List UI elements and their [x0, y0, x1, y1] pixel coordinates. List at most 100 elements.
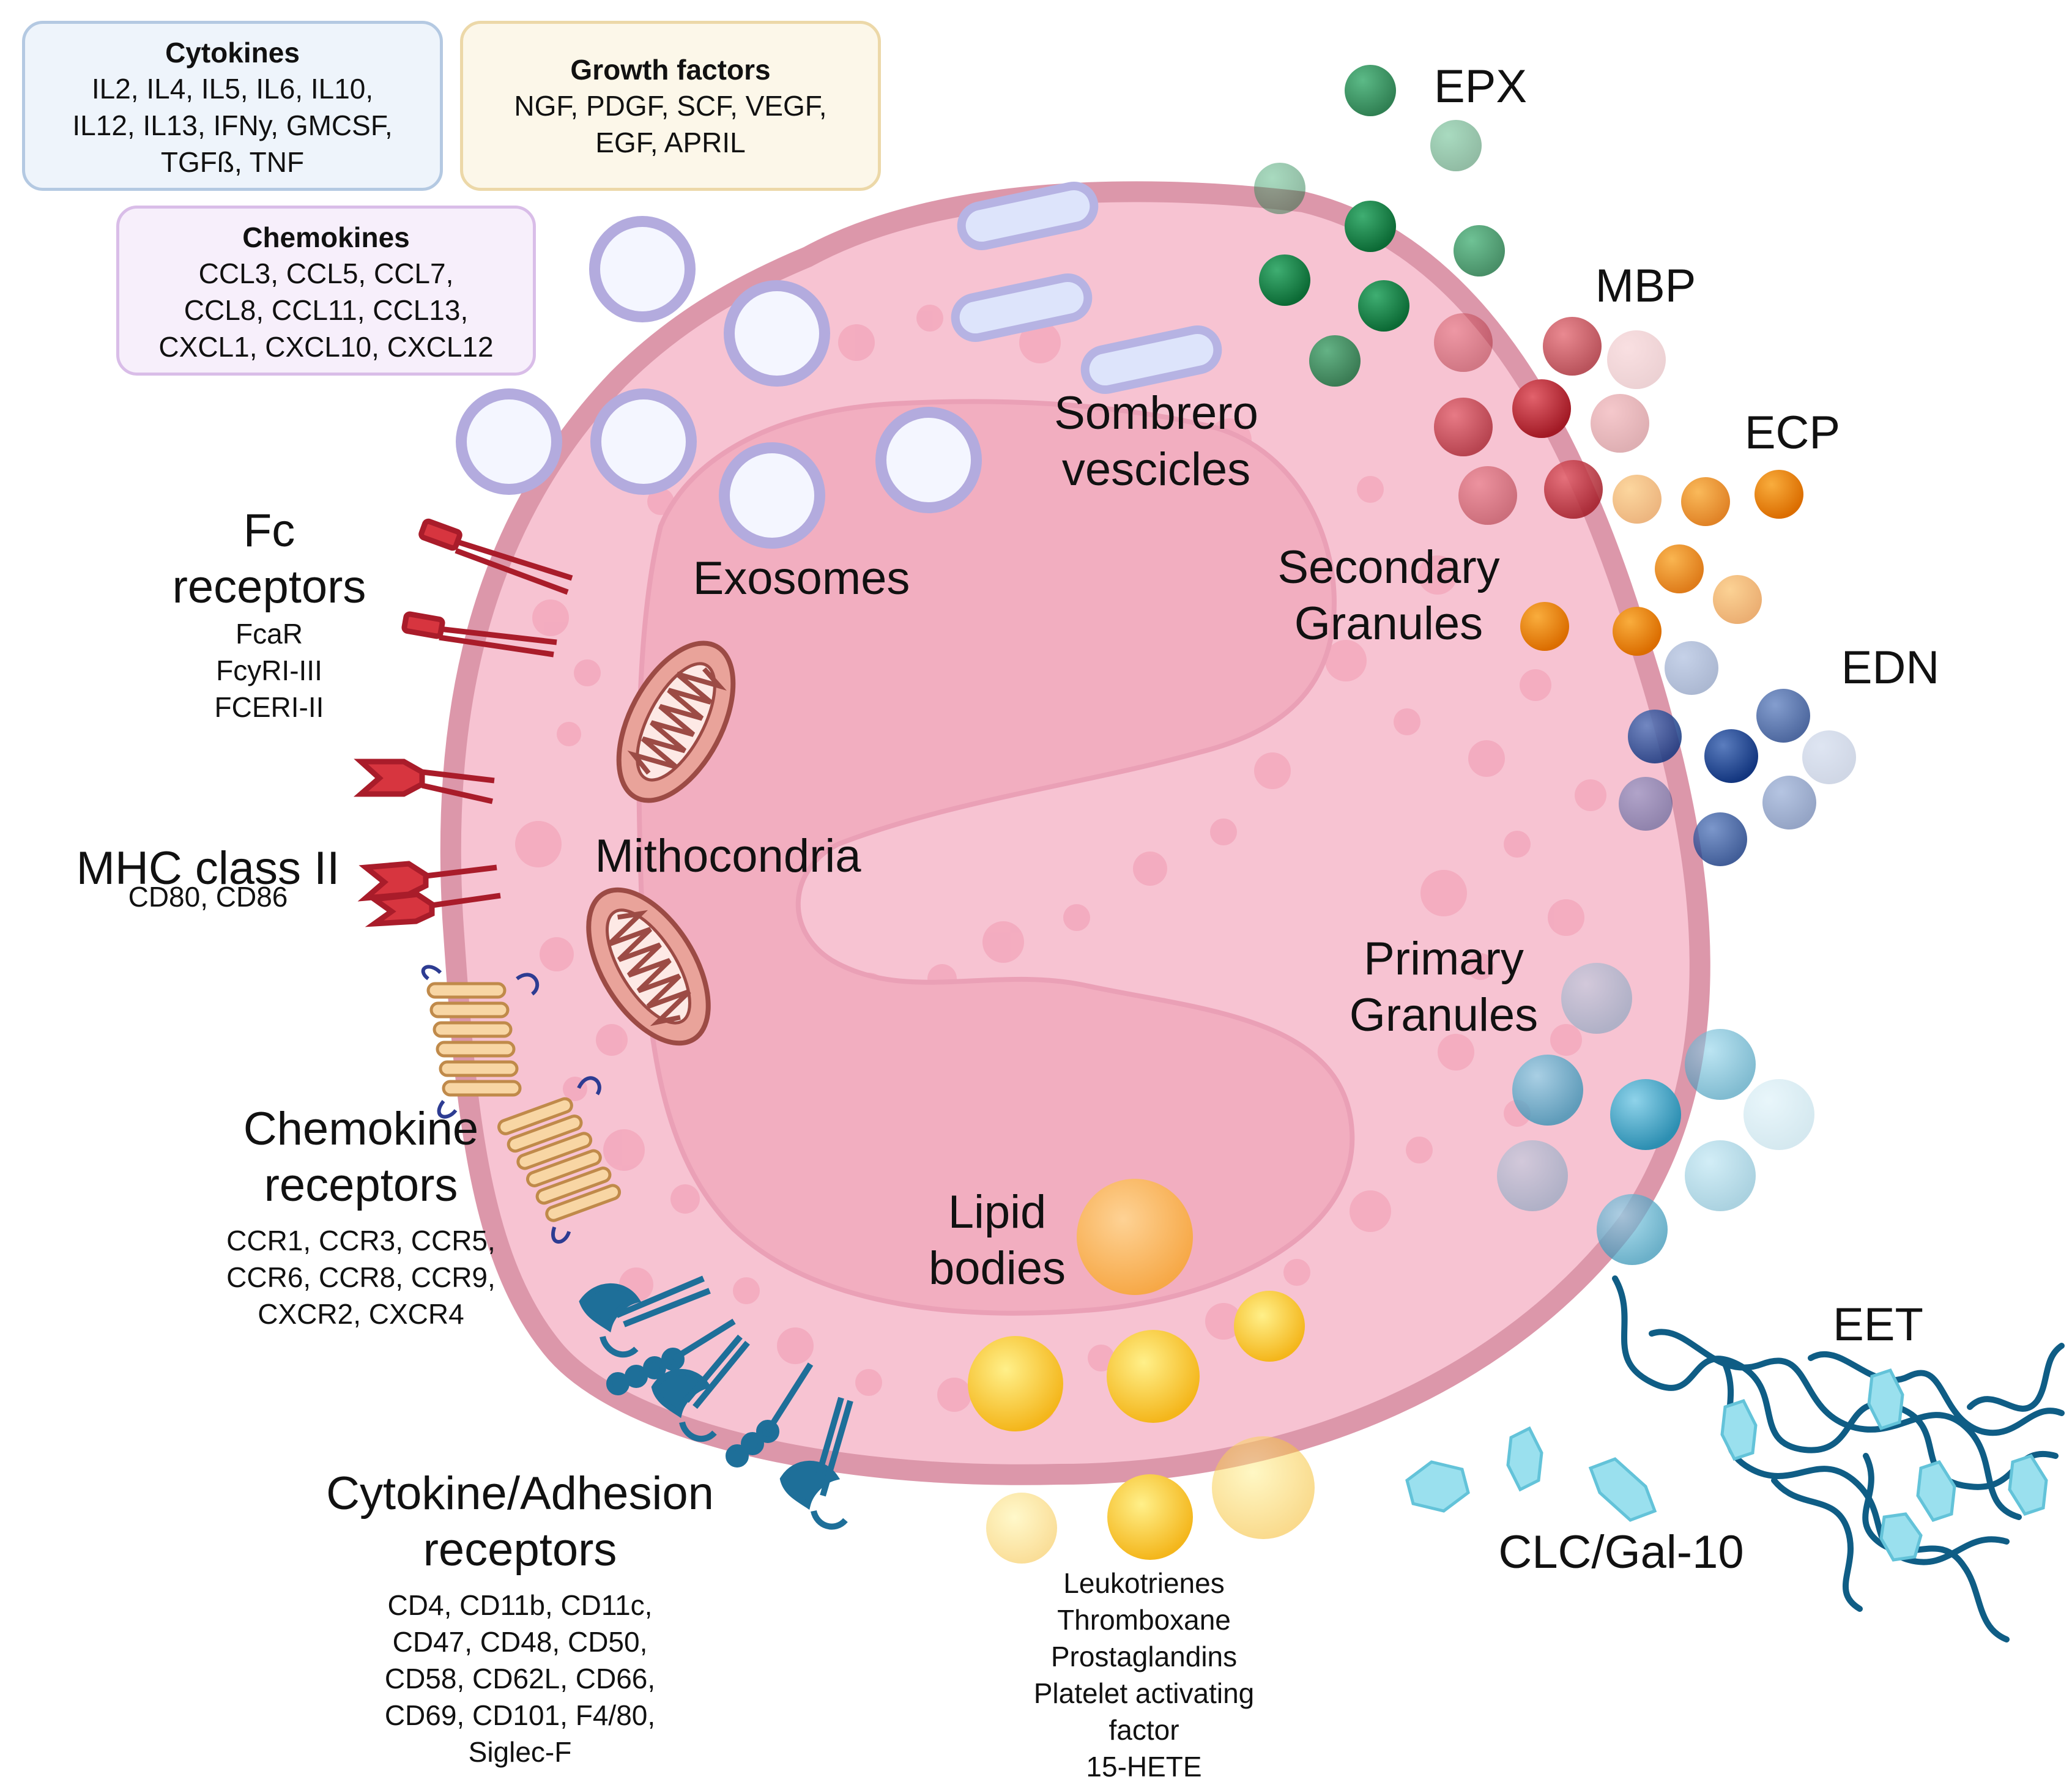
fc-receptor — [401, 611, 557, 658]
granule — [1458, 466, 1517, 525]
sombrero-vesicle — [957, 181, 1099, 251]
label-item: CCR1, CCR3, CCR5, — [226, 1225, 496, 1256]
fc-receptor — [353, 759, 495, 804]
granule — [1685, 1140, 1756, 1211]
granule — [1345, 201, 1396, 252]
granule — [1561, 963, 1632, 1034]
lipid-body — [1107, 1330, 1200, 1423]
box-line: IL12, IL13, IFNy, GMCSF, — [72, 109, 393, 141]
mitochondrion-lower — [586, 887, 711, 1046]
clc-gal10-label: CLC/Gal-10 — [1498, 1526, 1744, 1578]
crystal — [1506, 1426, 1543, 1492]
growth-factors-box: Growth factors NGF, PDGF, SCF, VEGF, EGF… — [460, 21, 881, 191]
cytokine-adhesion-receptors-label: Cytokine/Adhesion receptors CD4, CD11b, … — [269, 1466, 771, 1770]
label-item: CD69, CD101, F4/80, — [384, 1699, 656, 1731]
crystal — [1867, 1368, 1904, 1431]
granule — [1681, 477, 1730, 526]
granule — [1543, 317, 1602, 376]
cytokine-adhesion-receptors — [579, 1275, 853, 1530]
chemokine-receptor-upper — [421, 965, 540, 1119]
lipid-mediator: Prostaglandins — [1050, 1641, 1238, 1672]
epx-label: EPX — [1433, 61, 1528, 113]
granule — [1597, 1194, 1668, 1265]
lipid-bodies — [968, 1179, 1315, 1564]
primary-granules-label: Primary Granules — [1321, 931, 1566, 1044]
granule — [1254, 163, 1305, 214]
granule — [1610, 1079, 1681, 1150]
label-title: receptors — [172, 561, 366, 613]
lipid-mediator: Platelet activating — [1033, 1677, 1255, 1709]
granule — [1607, 330, 1666, 389]
crystal — [1588, 1457, 1657, 1522]
crystal — [1879, 1512, 1923, 1562]
lipid-body — [968, 1336, 1063, 1431]
lipid-body — [986, 1493, 1057, 1564]
granule — [1309, 335, 1361, 387]
granule — [1613, 475, 1662, 524]
sombrero-vesicles — [951, 181, 1222, 395]
box-line: IL2, IL4, IL5, IL6, IL10, — [91, 73, 374, 105]
granule — [1655, 544, 1704, 593]
box-line: CCL3, CCL5, CCL7, — [198, 258, 454, 289]
granule — [1713, 575, 1762, 624]
clc-gal10-crystals — [1405, 1368, 2048, 1562]
lipid-body — [1234, 1291, 1305, 1362]
fc-receptors — [353, 518, 573, 804]
label-line: bodies — [929, 1242, 1066, 1294]
label-item: CD58, CD62L, CD66, — [384, 1663, 656, 1694]
eet-label: EET — [1833, 1299, 1923, 1351]
label-line: Primary — [1364, 933, 1524, 985]
label-item: FCERI-II — [214, 691, 324, 723]
granule — [1434, 398, 1493, 456]
exosome — [719, 442, 825, 549]
label-item: FcaR — [236, 618, 303, 650]
granule — [1743, 1079, 1814, 1150]
lipid-body — [1107, 1474, 1193, 1560]
fc-receptors-label: Fc receptors FcaR FcyRI-III FCERI-II — [147, 503, 392, 726]
box-title: Chemokines — [242, 221, 410, 253]
mitochondrion-upper — [616, 640, 736, 803]
exosome — [724, 280, 830, 387]
chemokine-receptors-label: Chemokine receptors CCR1, CCR3, CCR5, CC… — [202, 1101, 520, 1332]
granule — [1665, 641, 1718, 695]
label-line: Lipid — [948, 1186, 1047, 1238]
exosomes-label: Exosomes — [693, 552, 910, 604]
box-title: Cytokines — [165, 37, 300, 69]
label-title: Fc — [243, 505, 295, 557]
lipid-body — [1212, 1436, 1315, 1539]
label-item: Siglec-F — [468, 1736, 572, 1768]
edn-label: EDN — [1841, 642, 1940, 694]
granule — [1454, 225, 1505, 276]
exosome — [589, 216, 696, 322]
label-title: Cytokine/Adhesion — [326, 1468, 714, 1520]
mbp-label: MBP — [1595, 260, 1696, 312]
box-line: EGF, APRIL — [595, 127, 746, 158]
label-line: Granules — [1349, 989, 1539, 1041]
chemokines-box: Chemokines CCL3, CCL5, CCL7, CCL8, CCL11… — [116, 206, 536, 376]
lipid-mediator: Leukotrienes — [1063, 1567, 1225, 1599]
adhesion-receptor — [651, 1334, 750, 1442]
label-line: Sombrero — [1054, 387, 1258, 439]
lipid-bodies-label: Lipid bodies — [881, 1184, 1113, 1297]
lipid-mediators-list: Leukotrienes Thromboxane Prostaglandins … — [954, 1565, 1334, 1785]
box-line: CCL8, CCL11, CCL13, — [184, 294, 469, 326]
granule — [1497, 1140, 1568, 1211]
granule — [1358, 280, 1409, 332]
granule — [1345, 65, 1396, 116]
granule — [1619, 777, 1673, 831]
granule — [1685, 1029, 1756, 1100]
crystal — [2008, 1454, 2048, 1516]
granule — [1613, 607, 1662, 656]
label-item: CXCR2, CXCR4 — [258, 1298, 464, 1330]
sombrero-vesicle — [1080, 325, 1222, 395]
mhc-class-ii-label: MHC class II CD80, CD86 — [49, 841, 367, 915]
primary-granules — [1497, 963, 1814, 1265]
box-line: CXCL1, CXCL10, CXCL12 — [158, 331, 494, 363]
edn-granules — [1619, 641, 1856, 866]
lipid-mediator: Thromboxane — [1057, 1604, 1231, 1636]
label-line: vescicles — [1061, 443, 1251, 495]
crystal — [1720, 1398, 1758, 1461]
label-title: receptors — [264, 1159, 458, 1211]
granule — [1520, 602, 1569, 651]
